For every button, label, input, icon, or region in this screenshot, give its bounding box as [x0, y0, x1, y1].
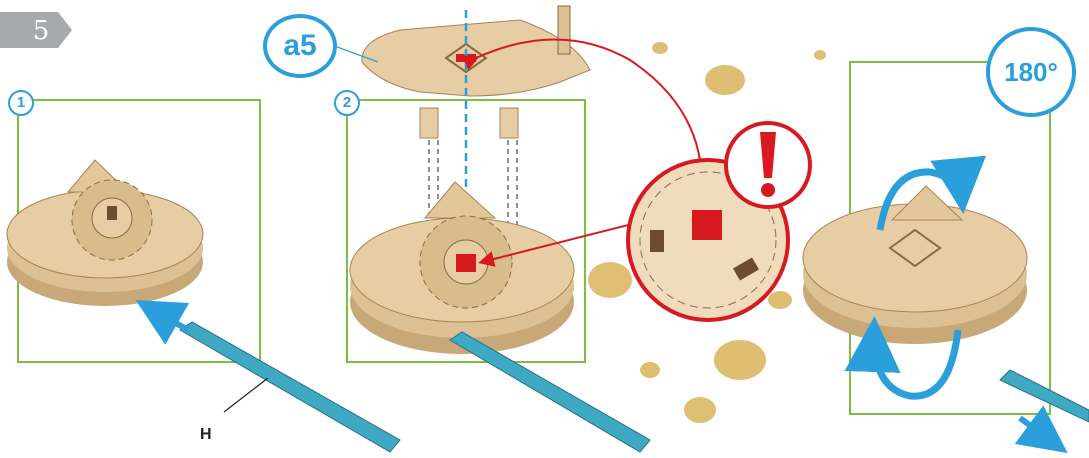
rotation-label: 180°	[986, 27, 1076, 117]
mechanism-panel-2	[350, 182, 574, 354]
mechanism-panel-1	[7, 160, 203, 306]
insert-arrow-icon	[146, 306, 188, 330]
mechanism-panel-3	[803, 186, 1027, 344]
tool-h	[180, 322, 400, 452]
panel-1-number: 1	[8, 90, 34, 116]
exit-arrow-icon	[1020, 418, 1058, 446]
warning-exclamation-icon	[726, 123, 810, 207]
part-label: a5	[263, 14, 337, 78]
panel-2-number: 2	[334, 90, 360, 116]
part-a5	[362, 6, 590, 138]
step-number: 5	[30, 16, 52, 46]
tool-label: H	[200, 426, 212, 444]
